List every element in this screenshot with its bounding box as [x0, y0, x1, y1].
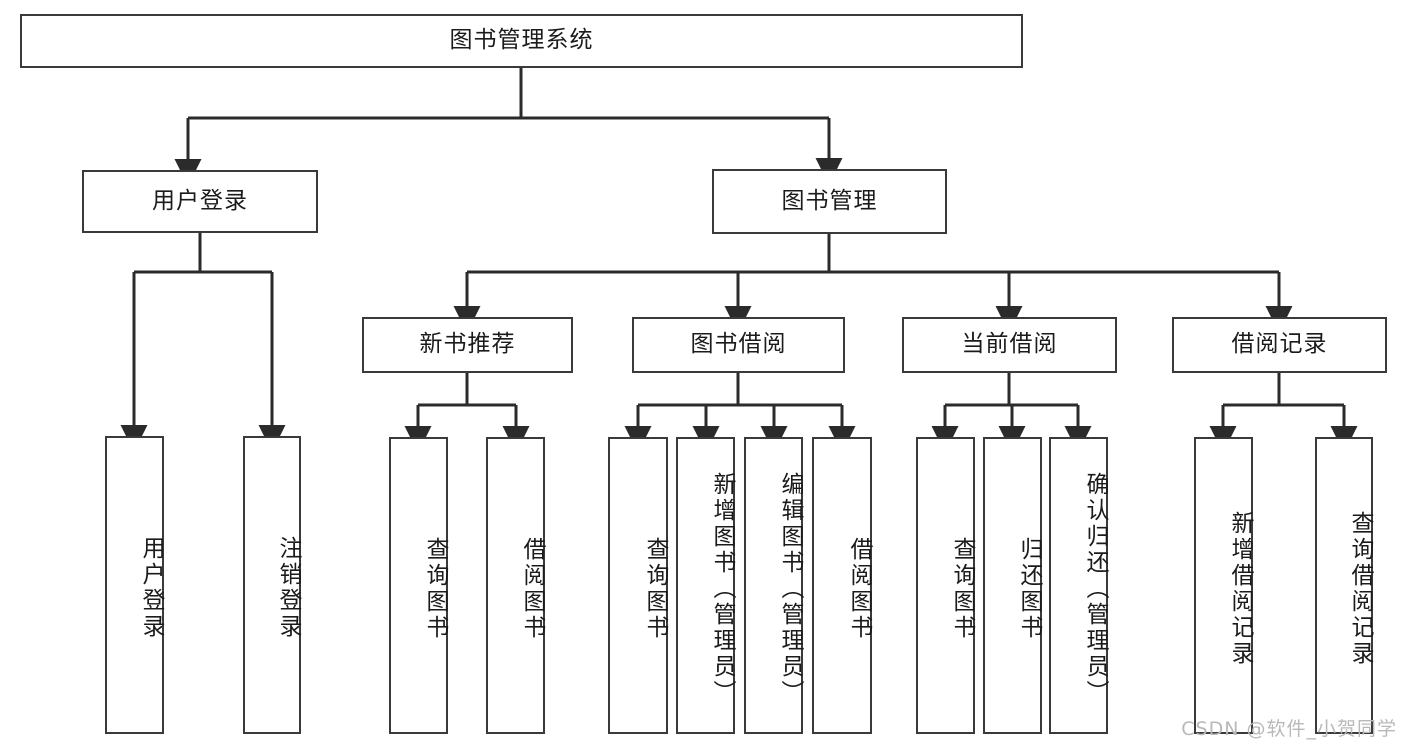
- watermark-text: CSDN @软件_小贺同学: [1181, 718, 1397, 740]
- node-current-borrow[interactable]: 当前借阅: [902, 317, 1117, 373]
- node-leaf-edit-book-label: 编辑图书（管理员）: [777, 471, 803, 706]
- node-leaf-return-book-label: 归还图书: [1016, 536, 1042, 641]
- node-borrow-record-label: 借阅记录: [1231, 331, 1328, 358]
- node-book-borrow-label: 图书借阅: [690, 331, 787, 358]
- node-root-label: 图书管理系统: [449, 27, 594, 54]
- node-user-login[interactable]: 用户登录: [82, 170, 318, 233]
- node-leaf-borrow-book-label: 借阅图书: [846, 536, 872, 641]
- node-book-management-label: 图书管理: [781, 187, 878, 214]
- node-borrow-record[interactable]: 借阅记录: [1172, 317, 1387, 373]
- node-leaf-edit-book[interactable]: 编辑图书（管理员）: [744, 437, 803, 734]
- node-current-borrow-label: 当前借阅: [961, 331, 1058, 358]
- node-leaf-add-borrow-record[interactable]: 新增借阅记录: [1194, 437, 1253, 734]
- node-leaf-return-book[interactable]: 归还图书: [983, 437, 1042, 734]
- node-leaf-borrow-book[interactable]: 借阅图书: [812, 437, 872, 734]
- node-new-book-recommend[interactable]: 新书推荐: [362, 317, 573, 373]
- node-leaf-confirm-return[interactable]: 确认归还（管理员）: [1049, 437, 1108, 734]
- node-leaf-query-borrow-record-label: 查询借阅记录: [1347, 510, 1373, 667]
- node-leaf-borrow-book-recommend-label: 借阅图书: [519, 536, 545, 641]
- node-leaf-logout-label: 注销登录: [275, 536, 301, 640]
- node-leaf-add-book[interactable]: 新增图书（管理员）: [676, 437, 735, 734]
- node-user-login-label: 用户登录: [152, 187, 248, 214]
- node-leaf-logout[interactable]: 注销登录: [243, 436, 301, 734]
- node-leaf-query-borrow-record[interactable]: 查询借阅记录: [1315, 437, 1373, 734]
- node-leaf-user-login[interactable]: 用户登录: [105, 436, 164, 734]
- node-leaf-query-book-current-label: 查询图书: [949, 536, 975, 641]
- node-book-management[interactable]: 图书管理: [712, 169, 947, 234]
- node-leaf-query-book[interactable]: 查询图书: [608, 437, 668, 734]
- node-leaf-add-borrow-record-label: 新增借阅记录: [1227, 510, 1253, 667]
- node-new-book-recommend-label: 新书推荐: [419, 331, 516, 358]
- node-leaf-borrow-book-recommend[interactable]: 借阅图书: [486, 437, 545, 734]
- node-leaf-query-book-current[interactable]: 查询图书: [916, 437, 975, 734]
- node-leaf-query-book-recommend[interactable]: 查询图书: [389, 437, 448, 734]
- node-leaf-user-login-label: 用户登录: [138, 536, 164, 640]
- node-leaf-confirm-return-label: 确认归还（管理员）: [1082, 471, 1108, 706]
- node-root-system[interactable]: 图书管理系统: [20, 14, 1023, 68]
- node-book-borrow[interactable]: 图书借阅: [632, 317, 845, 373]
- node-leaf-query-book-recommend-label: 查询图书: [422, 536, 448, 641]
- node-leaf-query-book-label: 查询图书: [642, 536, 668, 641]
- node-leaf-add-book-label: 新增图书（管理员）: [709, 471, 735, 706]
